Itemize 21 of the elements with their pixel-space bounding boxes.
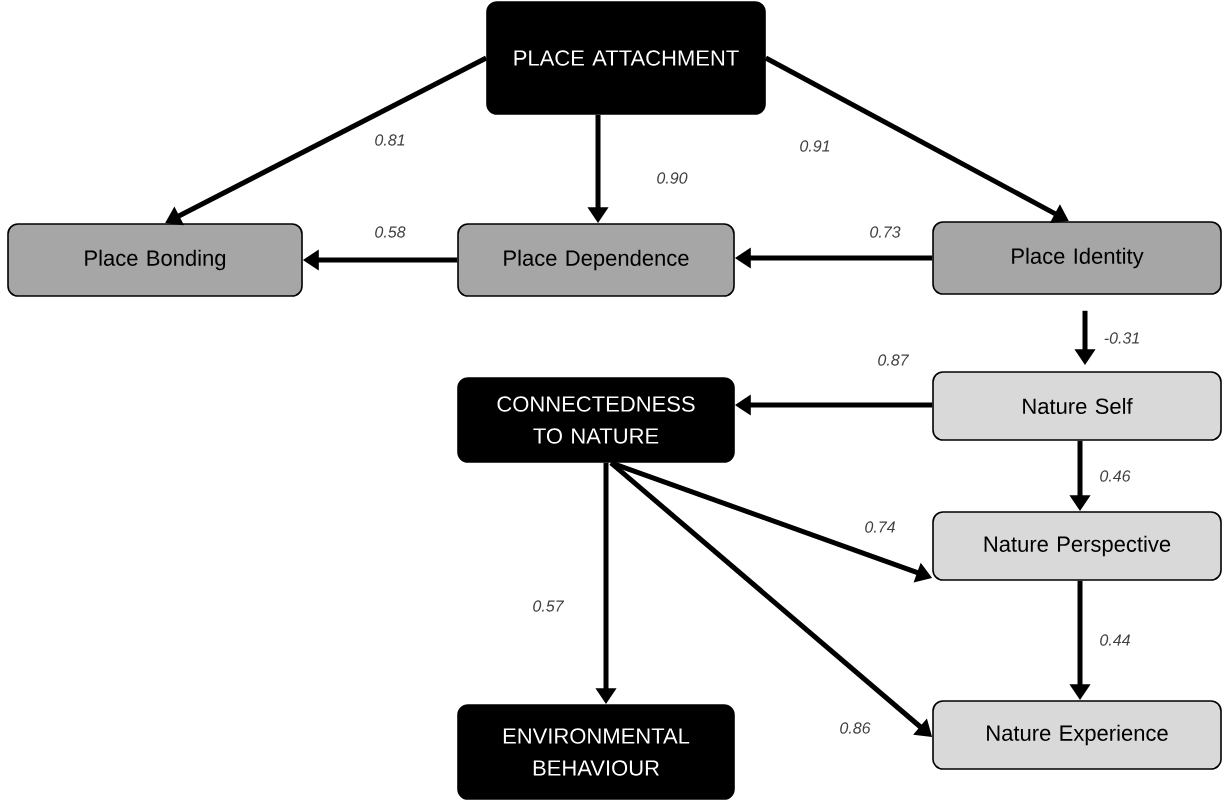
edge-label: 0.86: [840, 722, 871, 734]
edge-label: 0.74: [865, 521, 895, 533]
factor-box: Place Dependence: [457, 223, 735, 297]
concept-box: CONNECTEDNESS TO NATURE: [457, 377, 735, 463]
edge-label: 0.91: [800, 140, 830, 152]
edge-label: 0.90: [657, 172, 688, 184]
edge-label: 0.81: [375, 134, 405, 146]
edge-label: 0.73: [870, 226, 901, 238]
edge-label: 0.46: [1100, 470, 1131, 482]
factor-box: Nature Self: [932, 371, 1222, 441]
edge-label: 0.87: [878, 354, 910, 366]
edge-label: 0.44: [1100, 634, 1130, 646]
edge-label: -0.31: [1104, 332, 1139, 344]
factor-box: Nature Experience: [932, 700, 1222, 770]
edge-label: 0.57: [533, 600, 565, 612]
edge-label: 0.58: [375, 226, 406, 238]
factor-box: Nature Perspective: [932, 511, 1222, 581]
concept-box: PLACE ATTACHMENT: [486, 1, 766, 115]
factor-box: Place Bonding: [7, 223, 303, 297]
factor-box: Place Identity: [932, 221, 1222, 295]
concept-box: ENVIRONMENTAL BEHAVIOUR: [457, 704, 735, 800]
